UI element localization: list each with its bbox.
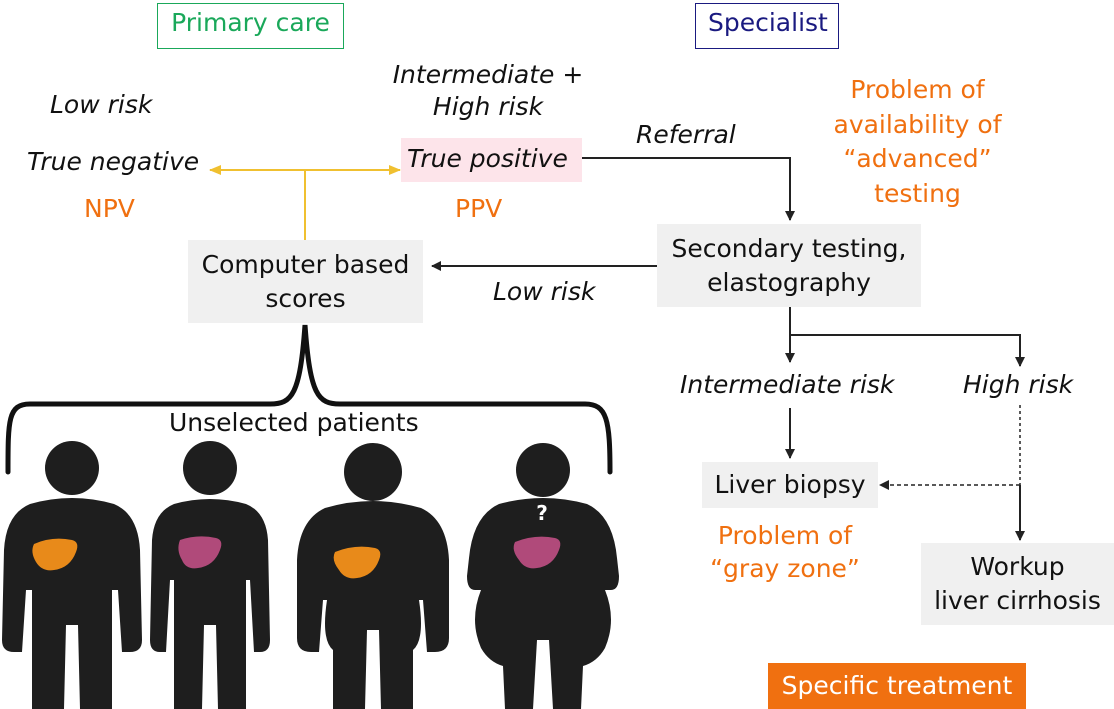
npv-label: NPV — [84, 194, 135, 223]
specific-treatment-box: Specific treatment — [768, 663, 1026, 709]
ppv-label: PPV — [455, 194, 503, 223]
patient-4-silhouette: ? — [467, 443, 619, 709]
specialist-label: Specialist — [708, 8, 828, 37]
liver-icon-orange-1 — [32, 538, 78, 571]
workup-cirrhosis-box: Workup liver cirrhosis — [921, 543, 1114, 625]
patient-3-silhouette — [297, 443, 449, 709]
workup-line2: liver cirrhosis — [934, 586, 1101, 615]
liver-icon-orange-2 — [333, 546, 381, 579]
high-risk-label: High risk — [963, 370, 1074, 399]
computer-scores-box: Computer based scores — [188, 240, 423, 323]
liver-biopsy-box: Liver biopsy — [702, 462, 878, 508]
true-positive-box: True positive — [401, 138, 582, 182]
availability-line3: “advanced” — [843, 144, 992, 173]
liver-biopsy-label: Liver biopsy — [714, 470, 866, 500]
specialist-header: Specialist — [695, 3, 839, 49]
low-risk-back-label: Low risk — [493, 277, 596, 306]
patients-brace — [5, 324, 613, 475]
question-mark: ? — [536, 501, 548, 525]
true-positive-label: True positive — [407, 144, 568, 173]
intermediate-high-line1: Intermediate + — [392, 60, 584, 89]
availability-line1: Problem of — [850, 75, 985, 104]
specific-treatment-label: Specific treatment — [781, 671, 1013, 700]
computer-scores-line2: scores — [265, 283, 346, 313]
referral-label: Referral — [636, 120, 736, 149]
low-risk-label: Low risk — [50, 90, 153, 119]
availability-problem-label: Problem of availability of “advanced” te… — [810, 73, 1025, 211]
secondary-testing-box: Secondary testing, elastography — [657, 224, 921, 307]
gray-zone-line2: “gray zone” — [710, 553, 860, 583]
workup-line1: Workup — [970, 552, 1065, 582]
availability-line4: testing — [874, 178, 961, 208]
referral-arrow — [582, 157, 795, 221]
primary-care-header: Primary care — [157, 3, 344, 49]
gray-zone-line1: Problem of — [717, 521, 853, 550]
liver-icon-purple-2 — [513, 536, 561, 569]
gray-zone-problem-label: Problem of “gray zone” — [680, 520, 890, 585]
secondary-to-high-arrow — [790, 334, 1025, 367]
true-negative-label: True negative — [27, 147, 200, 176]
patient-1-silhouette — [2, 441, 142, 709]
intermediate-risk-label: Intermediate risk — [680, 370, 895, 399]
patient-2-silhouette — [150, 441, 270, 709]
intermediate-high-risk-label: Intermediate + High risk — [388, 60, 588, 122]
computer-scores-line1: Computer based — [201, 249, 410, 279]
secondary-line1: Secondary testing, — [671, 233, 907, 263]
availability-line2: availability of — [833, 109, 1002, 139]
secondary-line2: elastography — [707, 267, 871, 297]
primary-care-label: Primary care — [171, 8, 330, 37]
unselected-patients-label: Unselected patients — [169, 408, 419, 437]
intermediate-high-line2: High risk — [432, 92, 544, 121]
liver-icon-purple-1 — [178, 536, 222, 569]
